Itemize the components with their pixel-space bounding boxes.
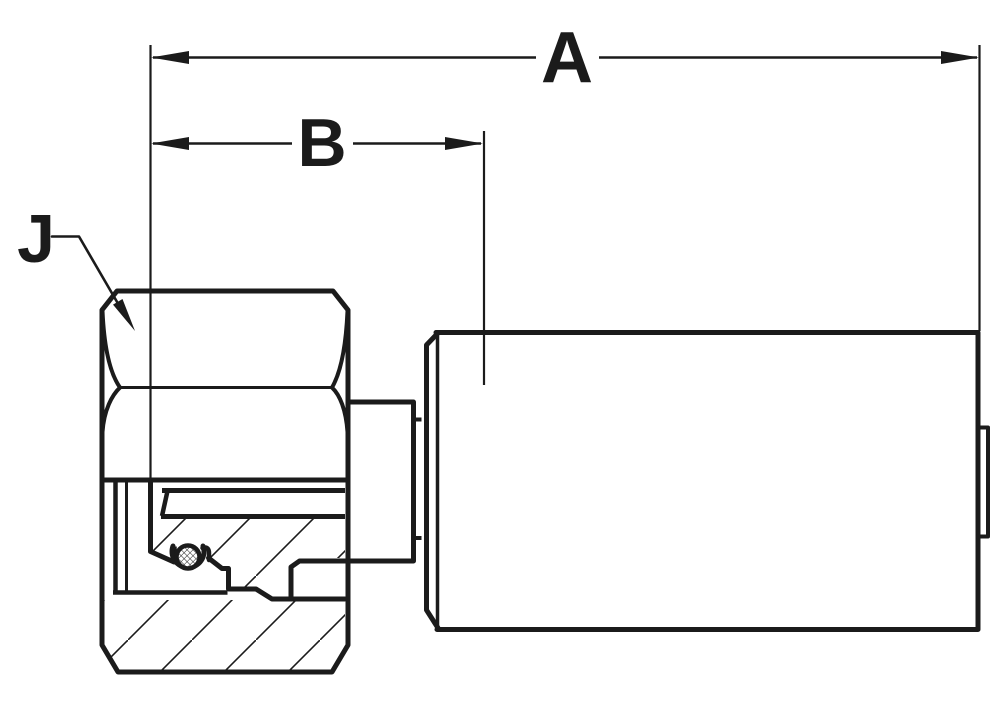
dimension-a: A xyxy=(149,18,981,505)
crimp-shell xyxy=(424,330,990,632)
o-ring xyxy=(174,543,202,571)
collar xyxy=(345,399,422,564)
dim-a-arrow-left xyxy=(151,51,189,64)
hex-nut xyxy=(99,288,351,675)
dim-b-label: B xyxy=(297,105,346,181)
callout-j-leader-line xyxy=(50,235,122,309)
nut-hex-arc-bottom-left xyxy=(100,385,122,434)
dim-b-arrow-right xyxy=(445,137,483,150)
callout-j-leader-arrowhead xyxy=(113,299,135,331)
nipple-shoulder-profile xyxy=(288,558,416,602)
nut-hex-arc-top-left xyxy=(100,309,122,390)
collar-outline xyxy=(345,399,416,564)
nut-hex-arc-bottom-right xyxy=(330,385,350,434)
shell-hose-stop-tab xyxy=(975,425,990,539)
callout-j-label: J xyxy=(17,201,55,277)
nipple-section-hatch xyxy=(153,518,345,597)
shell-body-outline xyxy=(433,330,981,632)
shell-left-chamfer-top xyxy=(424,331,440,348)
dimension-b: B xyxy=(151,105,486,385)
nipple-section xyxy=(148,477,416,602)
dim-a-label: A xyxy=(541,18,593,98)
nipple-flange-face xyxy=(159,490,170,517)
dim-b-arrow-left xyxy=(151,137,189,150)
oring-groove-right-hook xyxy=(200,545,212,563)
nut-hex-arc-top-right xyxy=(330,309,350,390)
callout-j: J xyxy=(17,201,135,331)
nut-section-hatch-lower xyxy=(103,600,345,671)
dim-a-arrow-right xyxy=(941,51,979,64)
nipple-step-profile xyxy=(206,555,348,602)
